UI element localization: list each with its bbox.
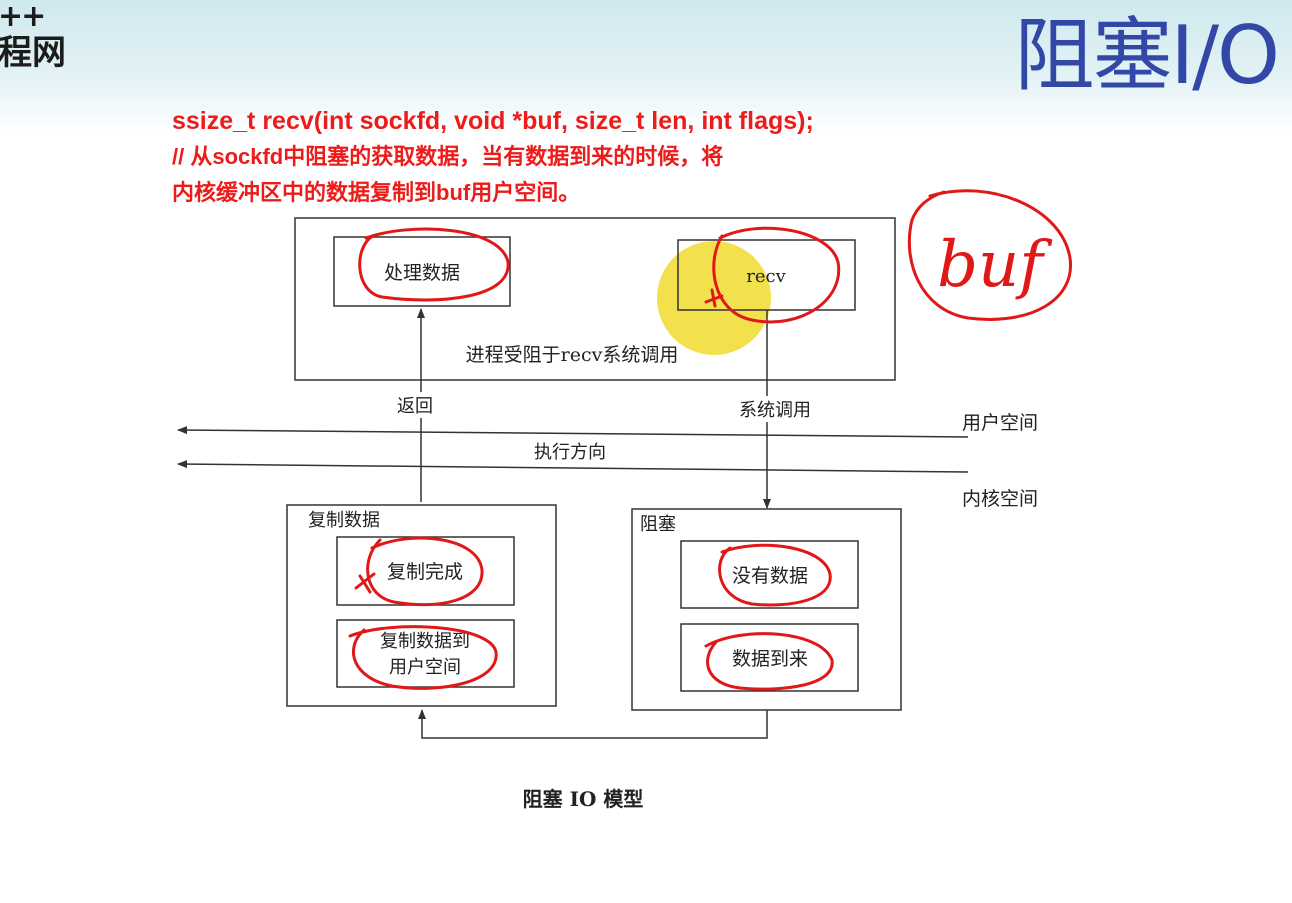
circle-buf (907, 189, 1072, 321)
logo-line1: ++ (0, 0, 46, 34)
copy-to-user-line2: 用户空间 (389, 657, 461, 678)
user-space-line (177, 426, 969, 438)
exec-direction-bg (512, 439, 624, 463)
no-data-box (680, 540, 859, 609)
exec-direction-label: 执行方向 (534, 442, 606, 463)
recv-comment-line2: 内核缓冲区中的数据复制到buf用户空间。 (172, 180, 581, 205)
recv-annotation: ssize_t recv(int sockfd, void *buf, size… (172, 103, 814, 211)
syscall-label: 系统调用 (739, 400, 811, 421)
circle-no-data (718, 543, 832, 607)
copy-data-box (286, 504, 557, 707)
recv-comment-line1: // 从sockfd中阻塞的获取数据，当有数据到来的时候，将 (172, 144, 724, 169)
circle-copy-to-user (348, 625, 498, 690)
kernel-space-line (177, 460, 969, 473)
no-data-label: 没有数据 (732, 565, 808, 587)
data-arrives-label: 数据到来 (732, 648, 808, 670)
header-band (0, 0, 1292, 135)
process-data-box (333, 236, 511, 307)
copy-to-user-line1: 复制数据到 (380, 631, 470, 652)
circle-process-data (358, 227, 510, 302)
kernel-space-label: 内核空间 (962, 488, 1038, 510)
circle-copy-done (366, 536, 484, 607)
process-blocked-label: 进程受阻于recv系统调用 (466, 344, 679, 366)
handwritten-buf: buf (937, 228, 1053, 302)
copy-done-label: 复制完成 (387, 561, 463, 583)
recv-label: recv (746, 266, 786, 287)
return-label-bg (388, 392, 444, 418)
diagram-caption: 阻塞 IO 模型 (523, 787, 644, 811)
user-space-label: 用户空间 (962, 412, 1038, 434)
circle-recv (712, 226, 841, 324)
syscall-label-bg (722, 396, 826, 422)
copy-data-title: 复制数据 (308, 510, 380, 531)
site-logo: ++ 程网 (0, 0, 66, 73)
return-label: 返回 (397, 396, 433, 417)
block-title: 阻塞 (640, 514, 676, 535)
process-data-label: 处理数据 (384, 262, 460, 284)
user-process-box (294, 217, 896, 381)
slide-title: 阻塞I/O (1014, 9, 1280, 102)
circle-data-arrives (704, 632, 834, 691)
cross-copy-done (354, 572, 376, 594)
recv-signature: ssize_t recv(int sockfd, void *buf, size… (172, 107, 814, 135)
block-box (631, 508, 902, 711)
cross-recv (704, 288, 724, 308)
data-arrives-box (680, 623, 859, 692)
logo-line2: 程网 (0, 33, 66, 73)
copy-connector-arrow (418, 709, 768, 739)
